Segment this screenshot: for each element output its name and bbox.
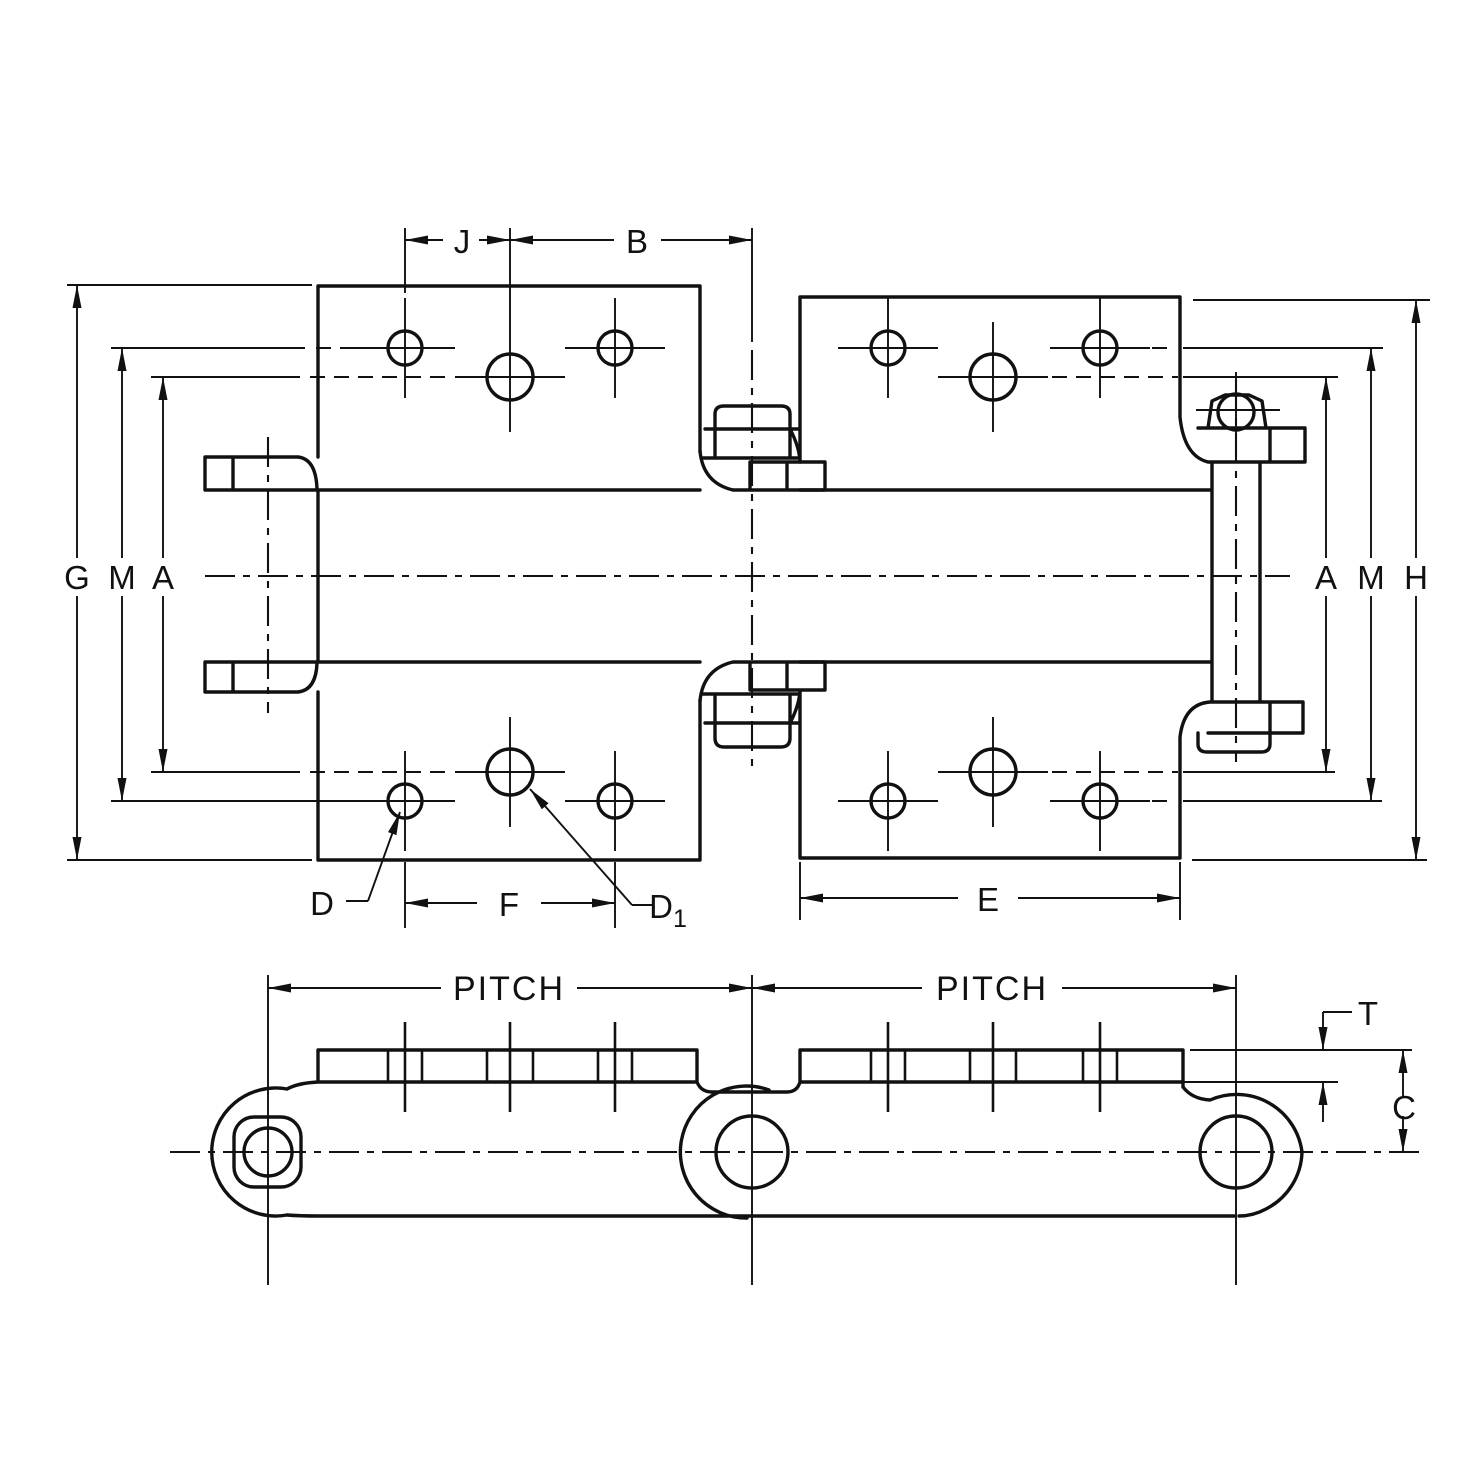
attachment-holes (355, 298, 1280, 851)
pin-bushing (232, 1115, 303, 1189)
flange-hole-marks (386, 1022, 1119, 1112)
dim-label-j: J (454, 223, 471, 260)
right-link-outline (798, 295, 1307, 860)
dim-label-f: F (499, 886, 519, 923)
pin-hole-right (1198, 1114, 1274, 1190)
side-view: PITCH PITCH T C (170, 970, 1420, 1285)
extension-lines-side (1183, 1011, 1412, 1083)
left-link-outline (203, 284, 702, 862)
pin-hole-middle (714, 1114, 790, 1190)
dim-label-e: E (977, 881, 999, 918)
dim-label-b: B (626, 223, 648, 260)
side-outline (210, 1048, 1304, 1220)
extension-dashes (310, 347, 1178, 802)
dimension-lines-plan (72, 235, 1421, 908)
dim-label-m-left: M (108, 559, 136, 596)
eye-centerlines (267, 975, 1237, 1285)
dim-label-g: G (64, 559, 90, 596)
dim-label-c: C (1392, 1089, 1416, 1126)
pin-hole-left (242, 1126, 294, 1178)
dim-label-pitch-1: PITCH (453, 970, 565, 1008)
dim-label-t: T (1358, 995, 1378, 1032)
dim-label-d1: D1 (649, 888, 687, 933)
dim-label-a-left: A (152, 559, 174, 596)
hole-crosshairs (355, 298, 1280, 851)
joint-pin-outline (698, 404, 827, 749)
dim-label-pitch-2: PITCH (936, 970, 1048, 1008)
leader-d1-arrow (529, 788, 633, 906)
extension-lines-plan (67, 228, 1430, 928)
dim-label-h: H (1404, 559, 1428, 596)
plan-view: J B G M A A M H D F D1 E (64, 223, 1430, 933)
dim-label-m-right: M (1357, 559, 1385, 596)
dim-label-d: D (310, 885, 334, 922)
dim-label-a-right: A (1315, 559, 1337, 596)
leader-d-arrow (367, 811, 401, 902)
dimension-lines-side (268, 983, 1408, 1152)
